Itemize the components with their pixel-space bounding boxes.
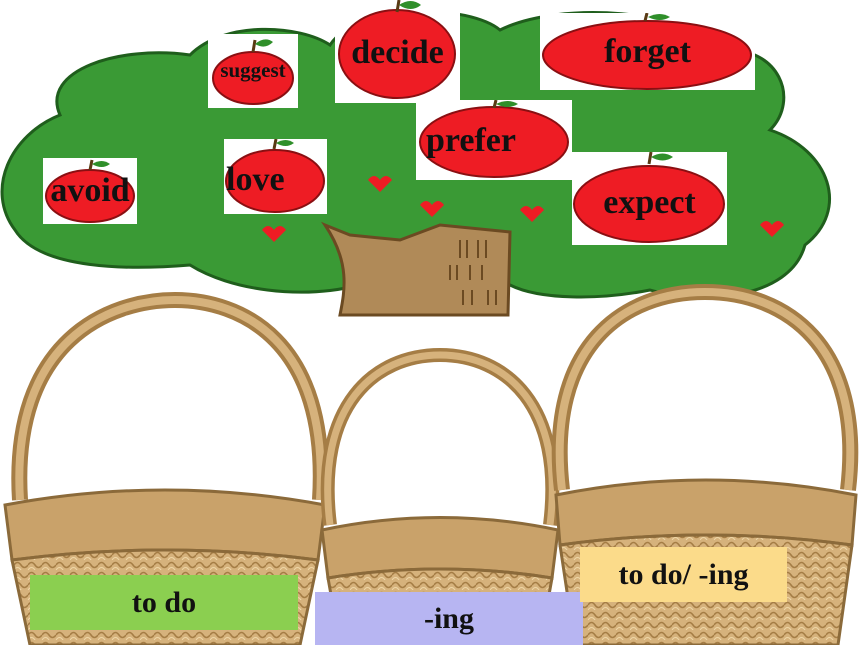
apple-avoid[interactable]: avoid xyxy=(43,158,137,224)
apple-icon xyxy=(338,0,456,99)
apple-icon xyxy=(212,39,294,105)
apple-word: expect xyxy=(603,184,696,221)
basket-label-both[interactable]: to do/ -ing xyxy=(580,547,787,602)
apple-icon xyxy=(573,152,725,243)
apple-icon xyxy=(419,100,569,178)
apple-word: prefer xyxy=(426,122,516,159)
canopy-hearts xyxy=(262,176,784,242)
apple-word: decide xyxy=(351,34,444,71)
apple-word: forget xyxy=(604,33,691,70)
apple-prefer[interactable]: prefer xyxy=(416,100,572,180)
apple-icon xyxy=(225,139,325,213)
apple-icon xyxy=(542,13,752,90)
apple-word: love xyxy=(226,161,285,198)
apple-word: avoid xyxy=(50,172,130,209)
apple-decide[interactable]: decide xyxy=(335,0,460,103)
apple-forget[interactable]: forget xyxy=(540,13,755,90)
apple-word: suggest xyxy=(220,58,286,82)
basket-label-to-do[interactable]: to do xyxy=(30,575,298,630)
apple-expect[interactable]: expect xyxy=(572,152,727,245)
apple-icon xyxy=(45,159,135,223)
basket-label-ing[interactable]: -ing xyxy=(315,592,583,645)
apple-love[interactable]: love xyxy=(224,139,327,214)
apple-suggest[interactable]: suggest xyxy=(208,34,298,108)
trunk-bark xyxy=(449,240,497,305)
